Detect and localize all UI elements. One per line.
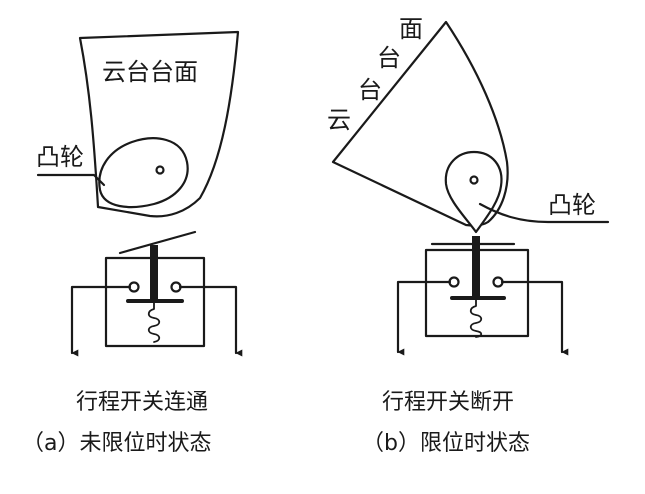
caption-a-line1: 行程开关连通 — [76, 390, 209, 415]
platform-char-b-4: 面 — [399, 15, 423, 43]
plunger-a — [150, 245, 158, 301]
cam-leader-a — [36, 173, 106, 187]
cam-pivot-a — [155, 165, 165, 175]
wire-right-b — [500, 280, 569, 356]
caption-a-line2: （a）未限位时状态 — [22, 431, 212, 456]
cam-leader-b — [478, 202, 610, 224]
plunger-b — [472, 236, 480, 298]
panel-b — [331, 20, 610, 356]
platform-char-b-3: 台 — [377, 44, 401, 72]
caption-b-line1: 行程开关断开 — [382, 390, 515, 415]
wire-right-a — [178, 285, 243, 357]
cam-a — [98, 137, 189, 209]
spring-b — [469, 299, 483, 338]
wire-left-a — [70, 285, 132, 357]
platform-char-b-2: 台 — [358, 76, 382, 104]
cam-label-b: 凸轮 — [548, 191, 596, 219]
platform-char-b-1: 云 — [327, 106, 351, 134]
wire-left-b — [396, 280, 452, 356]
cam-b — [444, 150, 503, 234]
spring-a — [147, 302, 161, 343]
platform-label-a: 云台台面 — [102, 58, 198, 86]
cam-pivot-b — [469, 175, 479, 185]
panel-a — [36, 30, 243, 357]
switch-lever-a — [118, 230, 197, 255]
caption-b-line2: （b）限位时状态 — [362, 431, 530, 456]
cam-label-a: 凸轮 — [36, 143, 84, 171]
